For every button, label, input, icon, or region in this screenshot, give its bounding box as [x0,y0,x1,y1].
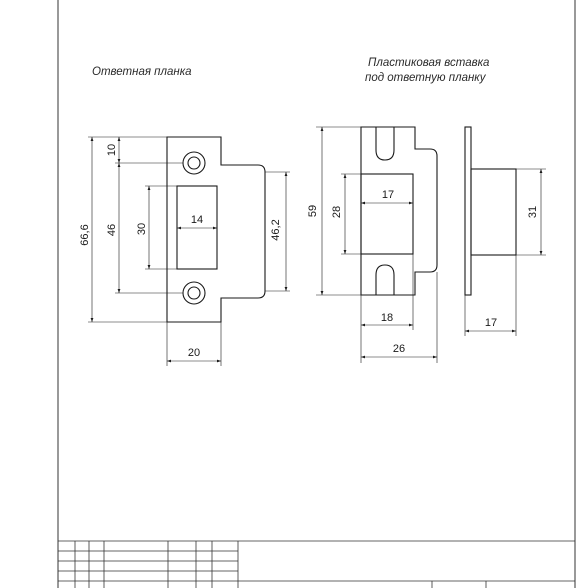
strike-plate [166,136,266,323]
top-screw-hole-inner-icon [187,156,201,170]
dim-strike-overall-height: 66,6 [79,224,91,245]
dim-side-height: 31 [527,206,539,218]
insert-caption-line2: под ответную планку [365,72,487,84]
insert-caption-line1: Пластиковая вставка [368,57,489,69]
insert-side-view [464,126,517,296]
plastic-insert-outline [360,126,438,296]
dim-strike-slot-height: 30 [136,223,148,235]
strike-plate-dimensions [88,136,290,366]
dim-strike-slot-width: 14 [191,214,203,226]
dim-insert-overall-height: 59 [307,205,319,217]
sheet-frame [57,0,576,588]
dim-side-depth: 17 [485,317,497,329]
bottom-slot-icon [375,264,395,295]
dim-strike-inner-height: 46 [106,224,118,236]
strike-plate-caption: Ответная планка [92,66,192,78]
bottom-screw-hole-icon [182,281,206,305]
dim-insert-pocket-width: 17 [382,189,394,201]
dim-insert-outer-width: 26 [393,343,405,355]
side-view-flange [464,126,472,296]
top-slot-icon [375,127,395,161]
dim-insert-pocket-height: 28 [331,206,343,218]
strike-plate-slot [176,185,218,270]
dim-strike-hole-offset: 10 [106,144,118,156]
strike-plate-outline [166,136,266,323]
plastic-insert [360,126,438,296]
insert-side-view-dimensions [464,168,546,336]
bottom-screw-hole-inner-icon [187,286,201,300]
title-block [58,540,575,588]
dim-insert-inner-width: 18 [381,312,393,324]
dim-strike-side-height: 46,2 [270,219,282,240]
top-screw-hole-icon [182,151,206,175]
side-view-body [470,168,517,256]
plastic-insert-dimensions [316,126,438,363]
plastic-insert-pocket [360,173,414,255]
dim-strike-width: 20 [188,347,200,359]
